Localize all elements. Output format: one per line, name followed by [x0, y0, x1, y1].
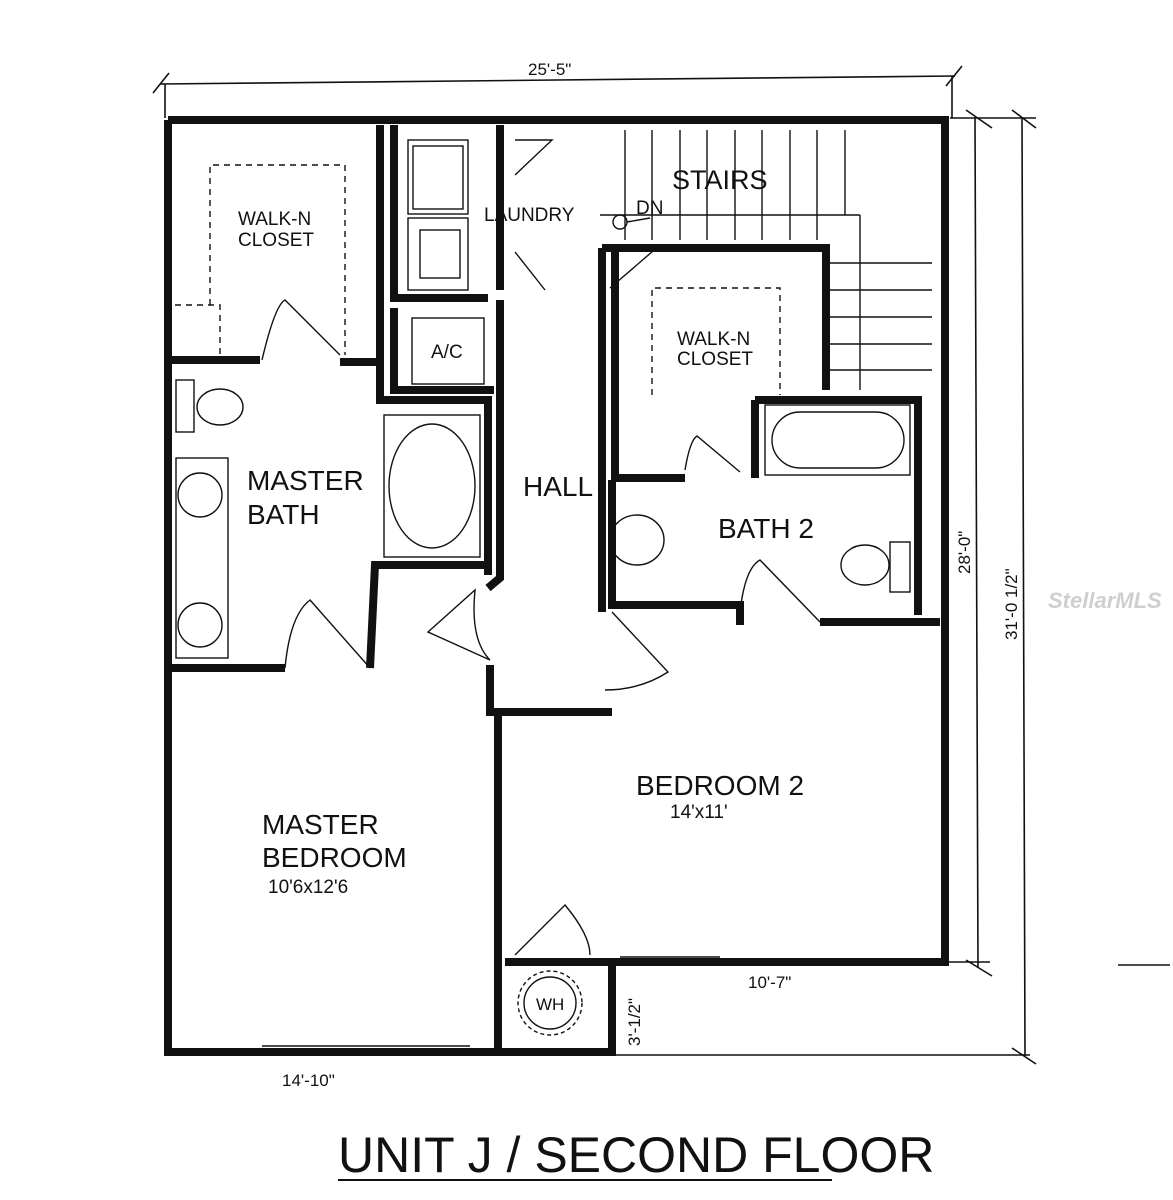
- ac-label: A/C: [431, 342, 463, 363]
- dim-bottom-right: 10'-7": [748, 973, 791, 992]
- bedroom-2-label: BEDROOM 2: [636, 770, 804, 801]
- walk-in-closet-2-label-a: WALK-N: [677, 329, 750, 350]
- interior-details: [175, 130, 932, 1051]
- walls: [164, 116, 949, 1056]
- walk-in-closet-2-label-b: CLOSET: [677, 349, 753, 370]
- bath-2-label: BATH 2: [718, 513, 814, 544]
- master-bath-label-b: BATH: [247, 499, 320, 530]
- stairs-dn-label: DN: [636, 198, 663, 219]
- dimension-lines: [152, 65, 1170, 1065]
- walk-in-closet-1-label-b: CLOSET: [238, 230, 314, 251]
- hall-label: HALL: [523, 471, 593, 502]
- dim-depth-outer: 31'-0 1/2": [1002, 568, 1021, 640]
- dim-wh-offset: 3'-1/2": [625, 998, 644, 1046]
- plan-title: UNIT J / SECOND FLOOR: [338, 1127, 934, 1183]
- walk-in-closet-1-label-a: WALK-N: [238, 209, 311, 230]
- laundry-label: LAUNDRY: [484, 205, 575, 226]
- dim-overall-width: 25'-5": [528, 60, 571, 79]
- stairs-label: STAIRS: [672, 165, 768, 195]
- bedroom-2-size: 14'x11': [670, 802, 728, 823]
- master-bath-label-a: MASTER: [247, 465, 364, 496]
- water-heater-label: WH: [536, 995, 564, 1014]
- dim-bottom-left: 14'-10": [282, 1071, 335, 1090]
- master-bedroom-label-b: BEDROOM: [262, 842, 407, 873]
- dim-depth-inner: 28'-0": [955, 531, 974, 574]
- title-block: UNIT J / SECOND FLOOR: [338, 1127, 934, 1183]
- master-bedroom-size: 10'6x12'6: [268, 877, 348, 898]
- watermark: StellarMLS: [1048, 588, 1162, 613]
- master-bedroom-label-a: MASTER: [262, 809, 379, 840]
